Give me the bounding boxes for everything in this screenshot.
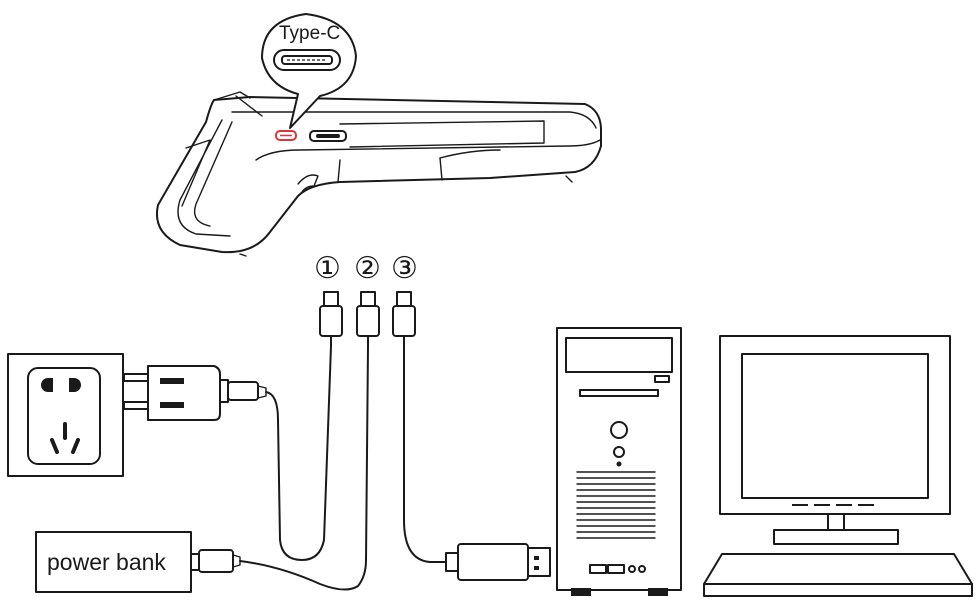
pos-device [156,91,602,257]
cable-connector-1 [319,291,343,347]
cable-number-1: ① [314,252,341,285]
cable-number-2: ② [354,252,381,285]
monitor-screen [741,353,929,499]
usb-a-plug [445,543,551,581]
power-bank: power bank [35,531,241,593]
tower-vent-grille [576,471,656,539]
cable-labels: ① ② ③ [314,252,418,285]
cable-1-wire [265,345,332,561]
cable-connector-2 [356,291,380,347]
power-button-icon [610,421,628,439]
keyboard [703,553,973,597]
type-c-label: Type-C [279,23,340,44]
cables [239,345,447,591]
power-bank-label: power bank [47,549,166,575]
charger-adapter [123,365,267,421]
cable-number-3: ③ [391,252,418,285]
monitor [719,335,951,545]
wall-outlet [7,353,124,477]
type-c-callout: Type-C [261,13,357,129]
cable-3-wire [403,345,447,563]
cable-2-wire [239,345,369,591]
front-usb-ports [589,564,646,574]
desktop-tower [556,327,682,596]
cable-connector-3 [392,291,416,347]
